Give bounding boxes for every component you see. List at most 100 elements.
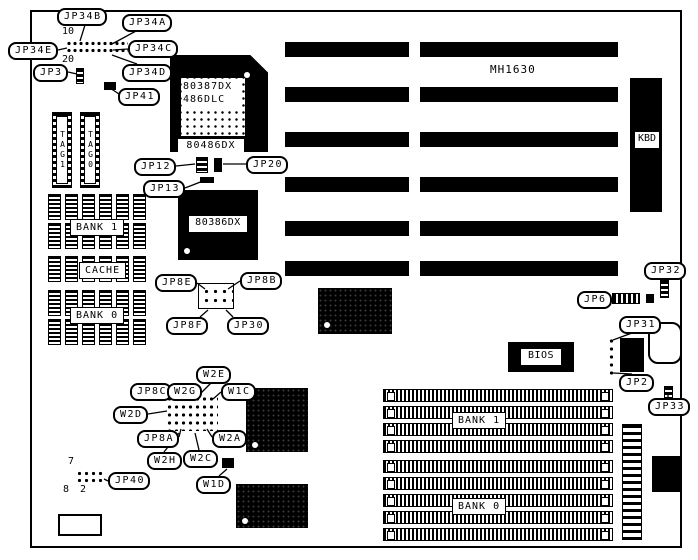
isa-slot-2-right	[420, 87, 618, 102]
callout-jp34c: JP34C	[128, 40, 178, 58]
callout-w2g: W2G	[167, 383, 202, 401]
callout-jp3: JP3	[33, 64, 68, 82]
tag0-label: TAG0	[84, 116, 96, 184]
cpu-chip-label-line1: 80387DX	[183, 81, 233, 92]
isa-slot-3-right	[420, 132, 618, 147]
board-model-text: MH1630	[490, 63, 536, 76]
qfp-chip-3-pin1-dot	[242, 518, 248, 524]
callout-jp34b: JP34B	[57, 8, 107, 26]
qfp-chip-1	[318, 288, 392, 334]
isa-slot-1-left	[285, 42, 409, 57]
qfp-chip-3	[236, 484, 308, 528]
callout-w1d: W1D	[196, 476, 231, 494]
jp31-jp2-pin-strip	[607, 337, 616, 377]
dip-chip	[48, 223, 61, 249]
jp6-cap	[646, 294, 654, 303]
isa-slot-4-left	[285, 177, 409, 192]
pin-number-20: 20	[62, 54, 75, 65]
dip-chip	[65, 256, 78, 282]
dip-chip	[48, 194, 61, 220]
simm-socket	[383, 528, 613, 541]
simm-socket	[383, 460, 613, 473]
dip-chip	[48, 290, 61, 316]
cpu-386-label: 80386DX	[189, 216, 247, 232]
callout-jp13: JP13	[143, 180, 186, 198]
tag1-label: TAG1	[56, 116, 68, 184]
jp8-jumper-block	[198, 283, 234, 309]
jp3-jumper	[76, 68, 84, 84]
callout-w2e: W2E	[196, 366, 231, 384]
callout-jp34e: JP34E	[8, 42, 58, 60]
isa-slot-3-left	[285, 132, 409, 147]
jp34-pin-header	[66, 40, 128, 55]
cpu-chip-label-line2: 486DLC	[183, 94, 226, 105]
isa-slot-2-left	[285, 87, 409, 102]
callout-jp8a: JP8A	[137, 430, 180, 448]
dip-chip	[48, 319, 61, 345]
isa-slot-6-right	[420, 261, 618, 276]
dip-chip	[116, 194, 129, 220]
dip-row	[48, 319, 146, 345]
callout-jp12: JP12	[134, 158, 177, 176]
pin-number-10: 10	[62, 26, 75, 37]
jp13-jumper	[200, 177, 214, 183]
jp41-jumper	[104, 82, 116, 90]
callout-jp32: JP32	[644, 262, 687, 280]
qfp-chip-2-pin1-dot	[252, 442, 258, 448]
isa-slot-1-right	[420, 42, 618, 57]
simm-socket	[383, 511, 613, 524]
jp40-pin8-text: 8	[63, 484, 70, 495]
jp33-jumper	[664, 386, 673, 398]
dip-chip	[65, 194, 78, 220]
isa-slot-5-left	[285, 221, 409, 236]
edge-port-connector	[652, 456, 682, 492]
simm-bank0-label: BANK 0	[452, 498, 507, 515]
dip-chip	[133, 194, 146, 220]
dip-chip	[99, 194, 112, 220]
w-jumper-block	[166, 395, 218, 431]
jp6-jumper	[612, 293, 640, 304]
cache-label: CACHE	[79, 262, 127, 279]
callout-jp8e: JP8E	[155, 274, 198, 292]
power-connector	[622, 424, 642, 540]
callout-jp41: JP41	[118, 88, 161, 106]
jp12-jumper	[196, 157, 208, 173]
dip-bank0-label: BANK 0	[70, 307, 125, 324]
isa-slot-5-right	[420, 221, 618, 236]
callout-w2h: W2H	[147, 452, 182, 470]
callout-jp30: JP30	[227, 317, 270, 335]
callout-jp8c: JP8C	[130, 383, 173, 401]
cpu-socket-label: 80486DX	[178, 139, 244, 154]
jp40-pin-header	[76, 470, 106, 484]
smd-chip	[620, 338, 644, 372]
dip-chip	[133, 319, 146, 345]
dip-bank1-label: BANK 1	[70, 219, 125, 236]
jp20-jumper	[214, 158, 222, 172]
kbd-label: KBD	[635, 132, 659, 148]
dip-chip	[48, 256, 61, 282]
crystal-outline	[58, 514, 102, 536]
simm-bank1-label: BANK 1	[452, 412, 507, 429]
jp40-pin7-text: 7	[68, 456, 75, 467]
dip-chip	[133, 223, 146, 249]
callout-jp34d: JP34D	[122, 64, 172, 82]
dip-row	[48, 290, 146, 316]
isa-slot-6-left	[285, 261, 409, 276]
simm-socket	[383, 440, 613, 453]
callout-jp8f: JP8F	[166, 317, 209, 335]
callout-w2c: W2C	[183, 450, 218, 468]
jp32-jumper	[660, 280, 669, 298]
qfp-chip-1-pin1-dot	[324, 322, 330, 328]
callout-w1c: W1C	[221, 383, 256, 401]
callout-jp31: JP31	[619, 316, 662, 334]
dip-row	[48, 194, 146, 220]
w1d-jumper	[222, 458, 234, 468]
callout-jp6: JP6	[577, 291, 612, 309]
callout-w2a: W2A	[212, 430, 247, 448]
cpu-pin1-dot	[244, 72, 250, 78]
cpu-386-pin1-dot	[184, 248, 190, 254]
callout-jp34a: JP34A	[122, 14, 172, 32]
jp40-pin2-text: 2	[80, 484, 87, 495]
cpu-chip-label: 80387DX 486DLC	[183, 80, 241, 107]
